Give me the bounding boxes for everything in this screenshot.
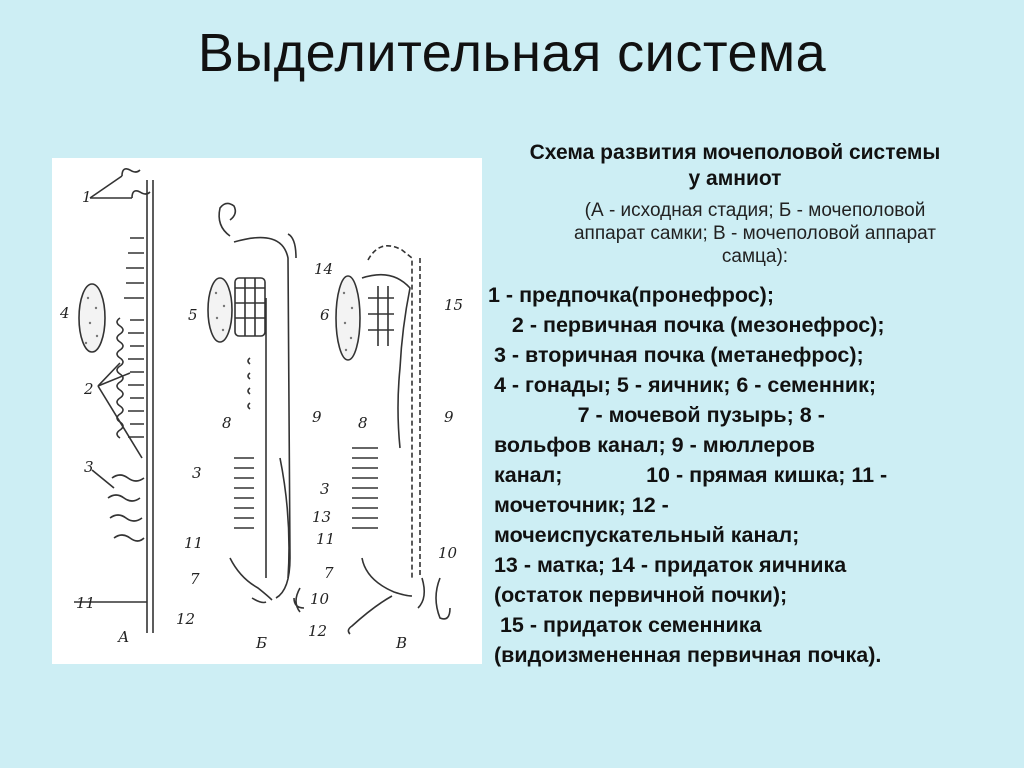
- c-bladder: [361, 557, 413, 597]
- c-epididymis: [361, 273, 411, 449]
- legend-list: 1 - предпочка(пронефрос); 2 - первичная …: [488, 280, 1018, 670]
- legend-line: 7 - мочевой пузырь; 8 -: [488, 403, 825, 427]
- legend-line: 13 - матка; 14 - придаток яичника: [488, 553, 847, 577]
- a-label-1: 1: [82, 188, 92, 206]
- slide-title: Выделительная система: [197, 23, 827, 83]
- b-label-3: 3: [192, 464, 202, 482]
- c-label-6: 6: [320, 306, 330, 324]
- a-label-4: 4: [59, 304, 70, 322]
- a-metanephros: [107, 474, 145, 542]
- a-label-11: 11: [76, 594, 95, 612]
- legend-line: (остаток первичной почки);: [488, 583, 788, 607]
- b-label-13: 13: [312, 508, 331, 526]
- b-label-10: 10: [310, 590, 330, 608]
- b-tubule-remnants: [247, 357, 251, 410]
- panel-b-letter: Б: [255, 634, 267, 652]
- figure-caption-title: Схема развития мочеполовой системы у амн…: [440, 140, 1024, 192]
- b-label-8: 8: [222, 414, 232, 432]
- c-label-11: 11: [316, 530, 335, 548]
- b-rectum: [293, 587, 305, 613]
- b-label-5: 5: [188, 306, 198, 324]
- b-label-7: 7: [190, 570, 200, 588]
- panel-a-letter: А: [117, 628, 129, 646]
- b-uterus: [229, 457, 290, 601]
- c-mullerian-dashed: [367, 244, 413, 578]
- a-mesonephros-tubules: [128, 319, 144, 438]
- legend-line: канал; 10 - прямая кишка; 11 -: [488, 463, 888, 487]
- a-tubules-upper: [124, 237, 144, 299]
- legend-line: мочеточник; 12 -: [488, 493, 669, 517]
- c-label-3: 3: [320, 480, 330, 498]
- caption-sub-line: аппарат самки; В - мочеполовой аппарат: [573, 223, 937, 244]
- urogenital-diagram: 1 4 2 3 11 А 14 5 8 9 3 13 11 7 12 10 Б …: [52, 158, 482, 664]
- panel-c-letter: В: [395, 634, 407, 652]
- a-pronephros: [121, 168, 151, 199]
- c-label-12: 12: [308, 622, 327, 640]
- legend-line: 1 - предпочка(пронефрос);: [488, 283, 774, 307]
- b-funnel: [218, 202, 237, 237]
- figure-caption-subtitle: (А - исходная стадия; Б - мочеполовой ап…: [490, 199, 1020, 268]
- a-label-3: 3: [84, 458, 94, 476]
- b-ovary: [207, 277, 233, 343]
- b-metanephros: [234, 457, 254, 529]
- c-label-8: 8: [358, 414, 368, 432]
- c-rectum: [435, 577, 451, 620]
- c-label-7: 7: [324, 564, 334, 582]
- c-urethra: [347, 595, 393, 635]
- legend-line: 4 - гонады; 5 - яичник; 6 - семенник;: [488, 373, 876, 397]
- b-label-11: 11: [184, 534, 203, 552]
- legend-line: 15 - придаток семенника: [488, 613, 762, 637]
- b-label-12: 12: [176, 610, 195, 628]
- b-label-9: 9: [312, 408, 322, 426]
- c-metanephros: [352, 447, 378, 529]
- caption-title-line: у амниот: [688, 167, 782, 190]
- legend-line: вольфов канал; 9 - мюллеров: [488, 433, 815, 457]
- legend-line: 2 - первичная почка (мезонефрос);: [488, 313, 885, 337]
- legend-line: мочеиспускательный канал;: [488, 523, 800, 547]
- c-testis: [335, 275, 361, 361]
- c-label-9: 9: [444, 408, 454, 426]
- legend-line: (видоизмененная первичная почка).: [488, 643, 882, 667]
- c-label-15: 15: [444, 296, 463, 314]
- legend-line: 3 - вторичная почка (метанефрос);: [488, 343, 864, 367]
- b-label-14: 14: [314, 260, 333, 278]
- a-gonad: [78, 283, 106, 353]
- caption-sub-line: самца):: [721, 246, 789, 267]
- c-label-10: 10: [438, 544, 458, 562]
- diagram-drawing: 1 4 2 3 11 А 14 5 8 9 3 13 11 7 12 10 Б …: [59, 168, 463, 652]
- caption-title-line: Схема развития мочеполовой системы: [529, 141, 941, 164]
- caption-sub-line: (А - исходная стадия; Б - мочеполовой: [584, 200, 926, 221]
- b-epoophoron: [234, 277, 266, 337]
- a-label-2: 2: [83, 380, 94, 398]
- b-mullerian-duct: [233, 236, 291, 599]
